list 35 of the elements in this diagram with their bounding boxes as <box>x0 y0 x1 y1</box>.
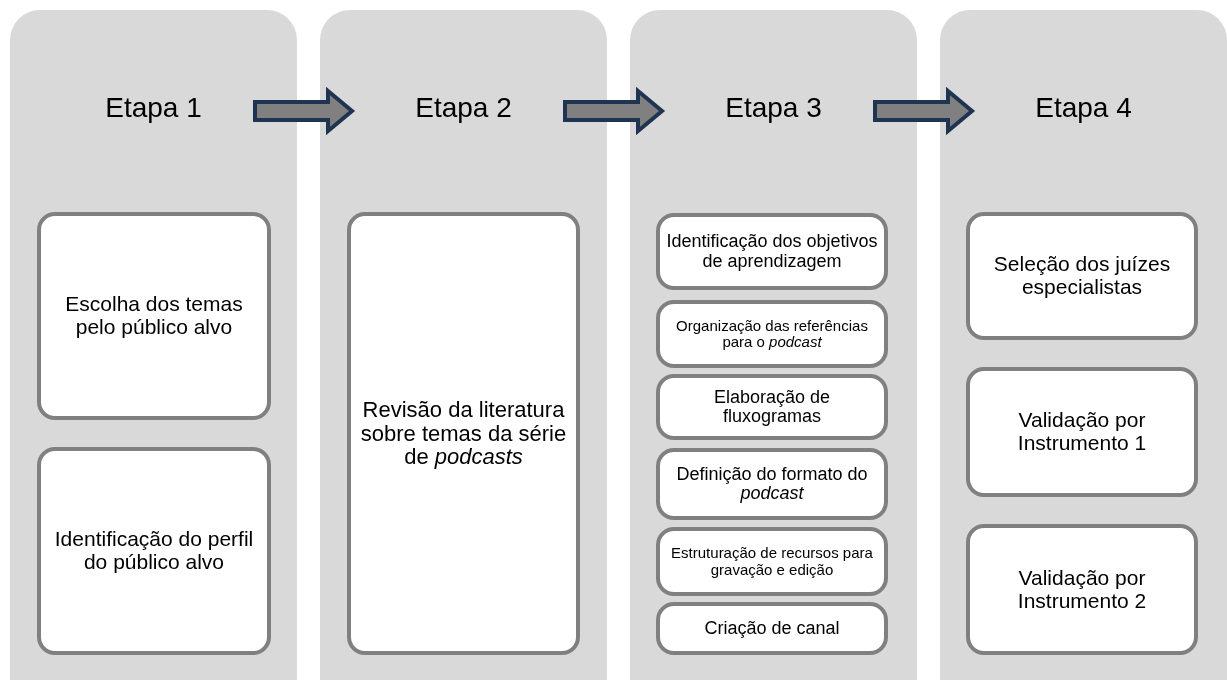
step-box <box>656 527 888 596</box>
stage-column <box>10 10 297 680</box>
stage-heading: Etapa 4 <box>1034 92 1133 124</box>
step-box <box>37 447 271 655</box>
block-arrow <box>563 86 666 136</box>
stage-column <box>320 10 607 680</box>
step-box <box>656 602 888 655</box>
step-text: Organização das referências para o podcast <box>675 317 869 351</box>
step-text: Revisão da literatura sobre temas da série de podcasts <box>359 397 568 470</box>
step-text: Estruturação de recursos para gravação e edição <box>670 545 874 578</box>
step-text: Definição do formato do podcast <box>675 464 869 504</box>
block-arrow <box>253 86 356 136</box>
step-text: Criação de canal <box>704 618 840 639</box>
stage-column <box>630 10 917 680</box>
step-box <box>656 374 888 440</box>
stage-column <box>940 10 1227 680</box>
stage-heading: Etapa 1 <box>104 92 203 124</box>
step-text: Elaboração de fluxogramas <box>712 387 832 427</box>
step-text: Seleção dos juízes especialistas <box>992 253 1172 299</box>
stage-heading: Etapa 3 <box>724 92 823 124</box>
step-text: Validação por Instrumento 2 <box>1016 566 1148 613</box>
step-box <box>347 212 580 655</box>
step-box <box>966 524 1198 655</box>
stage-heading: Etapa 2 <box>414 92 513 124</box>
step-box <box>656 448 888 520</box>
step-text: Validação por Instrumento 1 <box>1016 409 1148 455</box>
step-text: Identificação do perfil do público alvo <box>53 528 255 574</box>
step-box <box>37 212 271 420</box>
step-box <box>966 367 1198 497</box>
step-text: Identificação dos objetivos de aprendizagem <box>666 232 878 271</box>
step-box <box>966 212 1198 340</box>
step-box <box>656 213 888 290</box>
step-box <box>656 300 888 368</box>
step-text: Escolha dos temas pelo público alvo <box>64 293 244 339</box>
block-arrow <box>873 86 976 136</box>
